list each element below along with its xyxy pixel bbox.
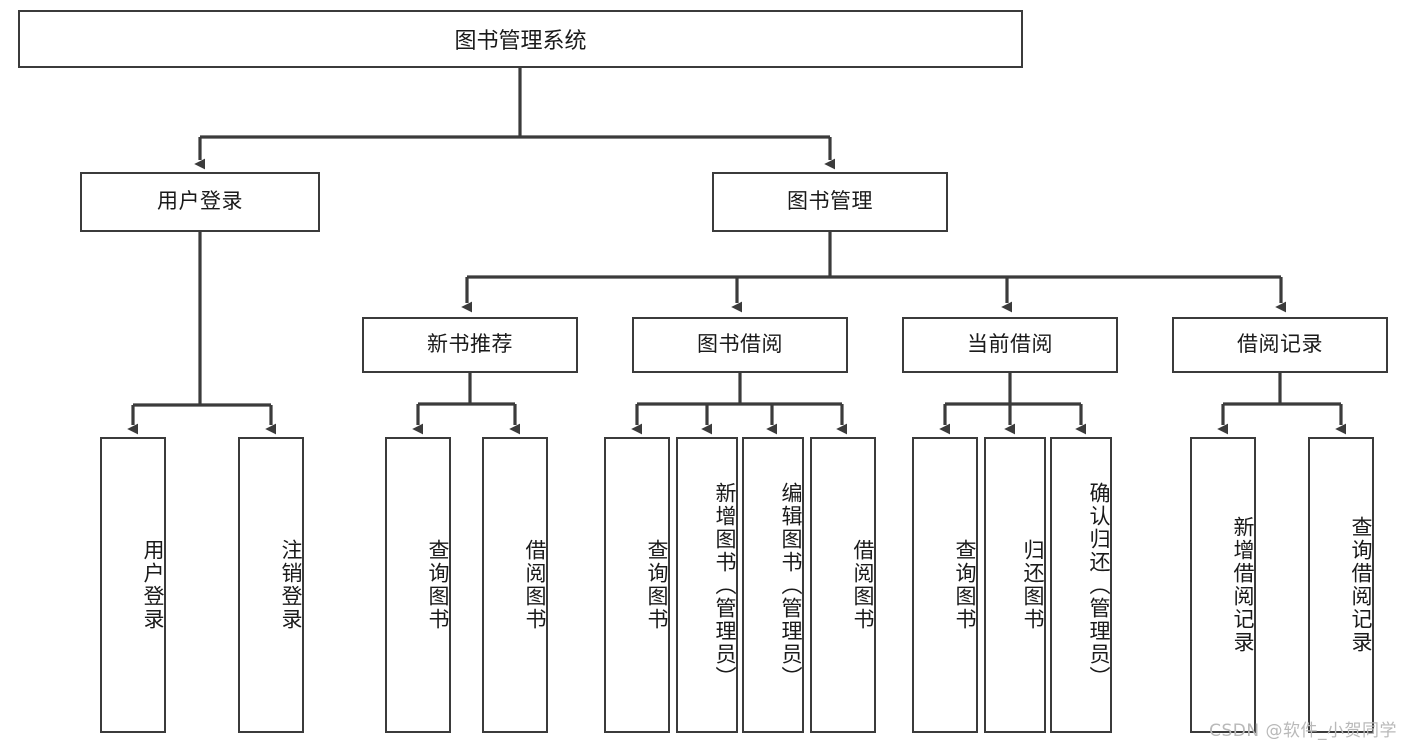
node-current-borrow[interactable]: 当前借阅 [902,317,1118,373]
leaf-current-return-book[interactable]: 归还图书 [984,437,1046,733]
leaf-label: 归还图书 [1021,539,1045,631]
csdn-watermark: CSDN @软件_小贺同学 [1209,721,1397,741]
node-book-borrow[interactable]: 图书借阅 [632,317,848,373]
leaf-user-login[interactable]: 用户登录 [100,437,166,733]
leaf-borrow-query-book[interactable]: 查询图书 [604,437,670,733]
leaf-label: 查询图书 [426,539,450,631]
leaf-record-query-record[interactable]: 查询借阅记录 [1308,437,1374,733]
leaf-label: 新增图书（管理员） [713,481,737,689]
leaf-label: 查询借阅记录 [1349,516,1373,654]
leaf-label: 查询图书 [645,539,669,631]
node-new-book-recommend[interactable]: 新书推荐 [362,317,578,373]
leaf-recommend-borrow-book[interactable]: 借阅图书 [482,437,548,733]
leaf-borrow-borrow-book[interactable]: 借阅图书 [810,437,876,733]
leaf-label: 确认归还（管理员） [1087,481,1111,689]
leaf-current-confirm-return-admin[interactable]: 确认归还（管理员） [1050,437,1112,733]
leaf-label: 新增借阅记录 [1231,516,1255,654]
leaf-record-add-record[interactable]: 新增借阅记录 [1190,437,1256,733]
leaf-label: 查询图书 [953,539,977,631]
leaf-label: 借阅图书 [523,539,547,631]
leaf-borrow-add-book-admin[interactable]: 新增图书（管理员） [676,437,738,733]
node-user-login[interactable]: 用户登录 [80,172,320,232]
node-root-system[interactable]: 图书管理系统 [18,10,1023,68]
leaf-label: 注销登录 [279,539,303,631]
leaf-user-logout[interactable]: 注销登录 [238,437,304,733]
node-book-management[interactable]: 图书管理 [712,172,948,232]
leaf-label: 用户登录 [141,539,165,631]
leaf-label: 编辑图书（管理员） [779,481,803,689]
leaf-recommend-query-book[interactable]: 查询图书 [385,437,451,733]
leaf-label: 借阅图书 [851,539,875,631]
leaf-current-query-book[interactable]: 查询图书 [912,437,978,733]
node-borrow-record[interactable]: 借阅记录 [1172,317,1388,373]
leaf-borrow-edit-book-admin[interactable]: 编辑图书（管理员） [742,437,804,733]
